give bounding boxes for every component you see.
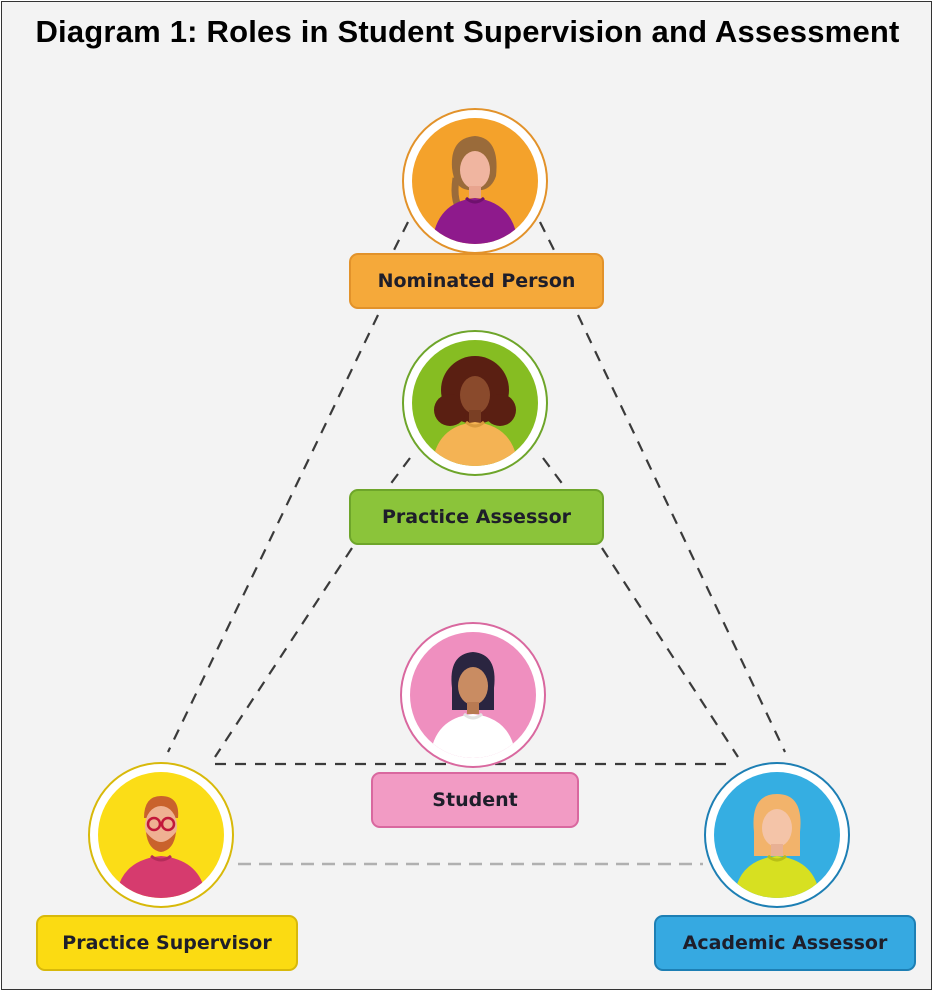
diagram-title: Diagram 1: Roles in Student Supervision … [35,14,900,49]
practice-supervisor-avatar [88,762,234,908]
connector-nominated-to-academic [577,314,786,753]
student-label: Student [371,772,579,828]
academic-assessor-label: Academic Assessor [654,915,916,971]
practice-supervisor-label: Practice Supervisor [36,915,298,971]
practice-assessor-avatar [402,330,548,476]
connector-assessor-to-left [214,547,353,758]
academic-assessor-avatar [704,762,850,908]
nominated-person-label: Nominated Person [349,253,604,309]
connector-assessor-avatar-left [385,457,411,491]
connector-nominated-avatar-right [539,221,557,255]
connector-assessor-to-right [601,547,739,758]
connector-nominated-to-supervisor [167,314,379,753]
connector-nominated-avatar-left [391,221,409,255]
nominated-person-avatar [402,108,548,254]
student-avatar [400,622,546,768]
connector-assessor-avatar-right [542,457,568,491]
practice-assessor-label: Practice Assessor [349,489,604,545]
